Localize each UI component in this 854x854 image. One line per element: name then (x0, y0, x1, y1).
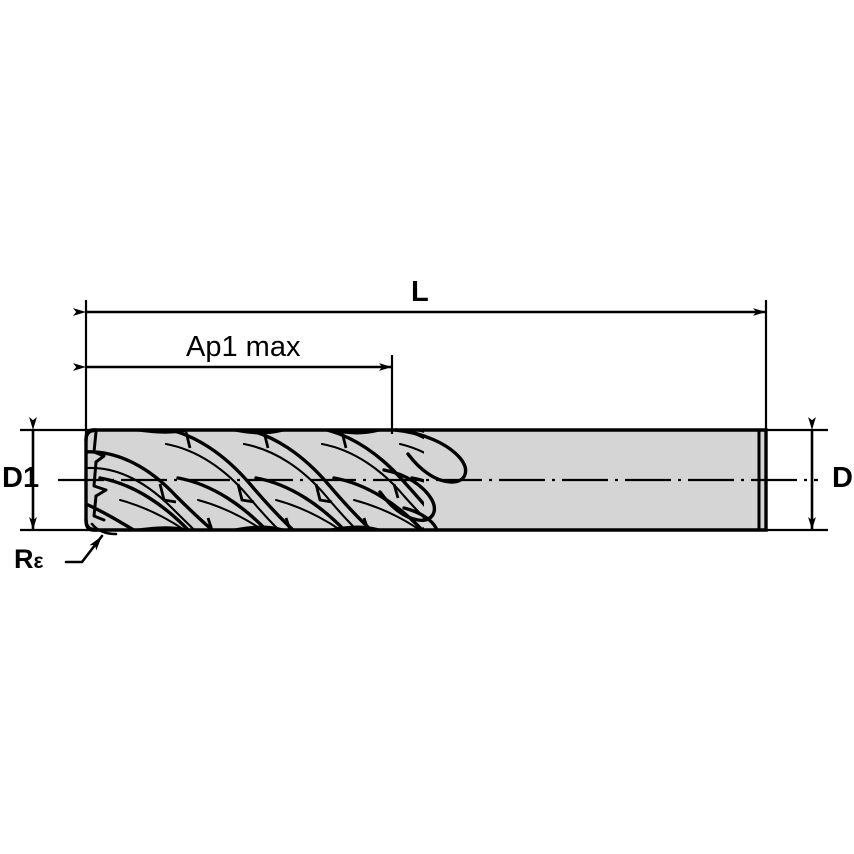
gash-notch-group (158, 431, 400, 530)
leader-corner-radius (64, 534, 104, 564)
dimension-label-D: D (832, 462, 853, 494)
end-mill-body (58, 428, 818, 536)
dimension-label-ap1-max: Ap1 max (186, 331, 301, 363)
end-face-detail (84, 428, 118, 536)
dimension-label-corner-radius: Rε (14, 546, 43, 573)
dimension-label-D1: D1 (2, 462, 40, 494)
Re-subscript-glyph: ε (33, 550, 44, 573)
dimension-ap1max (73, 355, 394, 434)
dimension-label-L: L (411, 276, 429, 308)
helix-margin-group-lower (119, 499, 424, 530)
helix-margin-group-upper (86, 442, 424, 530)
flute-runout-group (378, 428, 468, 530)
Re-leader-line (64, 534, 104, 564)
Re-base-glyph: R (14, 544, 34, 574)
dimension-D (760, 417, 828, 532)
dimension-D1 (20, 417, 92, 532)
